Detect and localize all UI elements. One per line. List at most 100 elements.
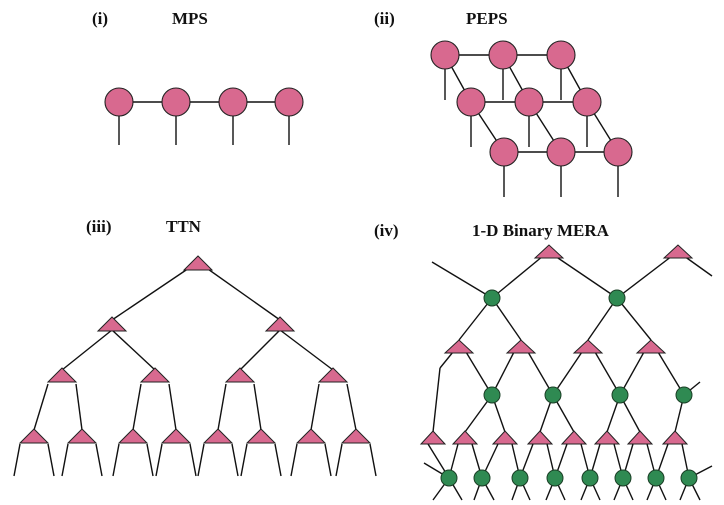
mera-isometry (505, 339, 537, 354)
ttn-edge (111, 329, 156, 371)
mera-edge (683, 255, 713, 277)
panel-iv-index: (iv) (374, 221, 399, 240)
mera-edge (491, 297, 522, 341)
mera-disentangler (511, 469, 529, 487)
mera-isometry (533, 244, 565, 259)
ttn-tensor (66, 428, 98, 444)
mera-disentangler (544, 386, 562, 404)
ttn-tensor (224, 367, 256, 383)
ttn-edge (310, 383, 320, 431)
mera-disentangler (440, 469, 458, 487)
mera-disentangler (473, 469, 491, 487)
mera-edge (616, 255, 673, 299)
ttn-tensor (245, 428, 277, 444)
peps-tensor (456, 87, 486, 117)
mera-network (419, 244, 713, 501)
ttn-edge (33, 383, 49, 431)
ttn-leg (231, 443, 239, 477)
mera-edge (432, 367, 441, 433)
mera-isometry (635, 339, 667, 354)
panel-iii-title: TTN (166, 217, 202, 236)
mera-disentangler (614, 469, 632, 487)
ttn-tensor (117, 428, 149, 444)
ttn-edge (217, 383, 227, 431)
ttn-leg (155, 443, 163, 477)
ttn-leg (197, 443, 205, 477)
peps-tensor (546, 137, 576, 167)
ttn-leg (61, 443, 69, 477)
mera-disentangler (483, 386, 501, 404)
mera-disentangler (680, 469, 698, 487)
ttn-tensor (202, 428, 234, 444)
ttn-tensor (182, 255, 214, 271)
mps-tensor (218, 87, 248, 117)
mera-isometry (526, 430, 554, 445)
mera-edge (431, 261, 493, 299)
ttn-tensor (139, 367, 171, 383)
ttn-leg (47, 443, 55, 477)
ttn-leg (112, 443, 120, 477)
ttn-tensor (264, 316, 296, 332)
ttn-leg (240, 443, 248, 477)
ttn-edge (75, 383, 83, 431)
mera-edge (439, 351, 454, 369)
ttn-tensor (46, 367, 78, 383)
panel-i-index: (i) (92, 9, 108, 28)
ttn-network (13, 255, 377, 477)
mera-isometry (443, 339, 475, 354)
peps-tensor (603, 137, 633, 167)
mera-isometry (572, 339, 604, 354)
peps-tensor (514, 87, 544, 117)
mera-isometry (662, 244, 694, 259)
ttn-tensor (96, 316, 128, 332)
ttn-edge (239, 329, 281, 371)
peps-network (430, 40, 633, 197)
ttn-tensor (317, 367, 349, 383)
panel-i-title: MPS (172, 9, 208, 28)
ttn-leg (13, 443, 21, 477)
mera-isometry (626, 430, 654, 445)
mps-tensor (161, 87, 191, 117)
mera-disentangler (647, 469, 665, 487)
peps-tensor (572, 87, 602, 117)
ttn-leg (274, 443, 282, 477)
peps-tensor (489, 137, 519, 167)
mps-network (104, 87, 304, 145)
ttn-edge (197, 261, 281, 321)
panel-ii-title: PEPS (466, 9, 508, 28)
panel-iv-title: 1-D Binary MERA (472, 221, 610, 240)
ttn-edge (279, 329, 334, 371)
peps-tensor (488, 40, 518, 70)
mera-isometry (419, 430, 447, 445)
mera-isometry (661, 430, 689, 445)
ttn-tensor (340, 428, 372, 444)
peps-tensor (430, 40, 460, 70)
peps-tensor (546, 40, 576, 70)
mera-isometry (451, 430, 479, 445)
mera-disentangler (675, 386, 693, 404)
ttn-leg (290, 443, 298, 477)
ttn-edge (111, 261, 199, 321)
ttn-edge (346, 383, 357, 431)
ttn-leg (335, 443, 343, 477)
mera-disentangler (608, 289, 626, 307)
mps-tensor (274, 87, 304, 117)
ttn-edge (132, 383, 142, 431)
ttn-edge (253, 383, 262, 431)
mera-disentangler (483, 289, 501, 307)
ttn-leg (324, 443, 332, 477)
mera-disentangler (546, 469, 564, 487)
mera-edge (491, 255, 544, 299)
panel-ii-index: (ii) (374, 9, 395, 28)
ttn-leg (146, 443, 154, 477)
mera-isometry (560, 430, 588, 445)
mera-disentangler (611, 386, 629, 404)
mera-disentangler (581, 469, 599, 487)
mera-edge (554, 255, 618, 299)
ttn-leg (369, 443, 377, 477)
ttn-tensor (295, 428, 327, 444)
ttn-tensor (18, 428, 50, 444)
ttn-tensor (160, 428, 192, 444)
ttn-leg (189, 443, 197, 477)
